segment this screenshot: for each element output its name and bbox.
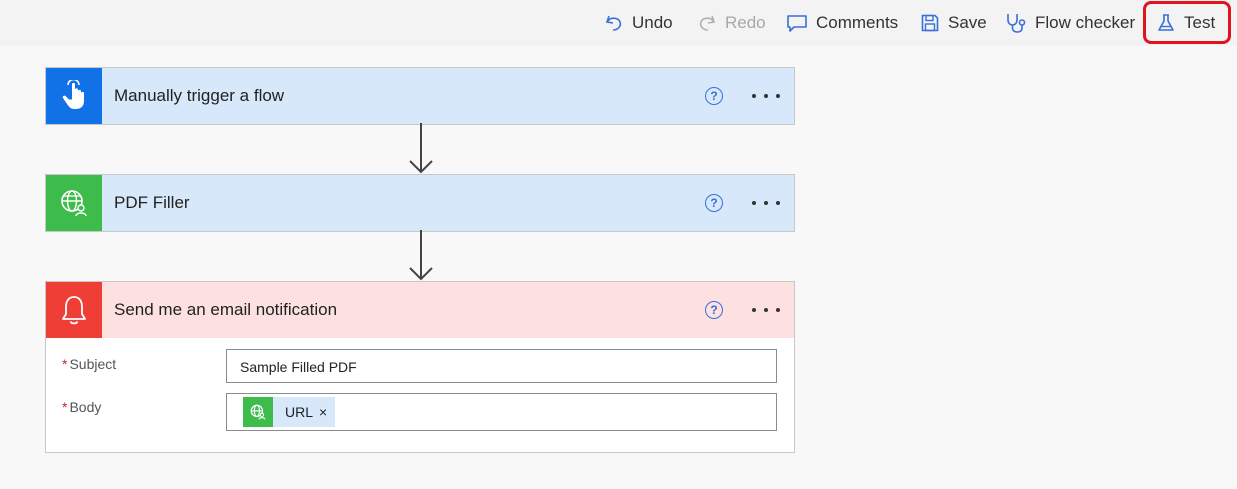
flask-icon [1158, 14, 1174, 31]
trigger-step-card[interactable]: Manually trigger a flow ? [45, 67, 795, 125]
touch-hand-icon [46, 68, 102, 124]
help-icon[interactable]: ? [705, 301, 723, 319]
test-label: Test [1184, 13, 1216, 32]
redo-button[interactable]: Redo [697, 9, 766, 37]
more-options-icon[interactable] [752, 192, 780, 214]
connector-arrow [409, 230, 433, 281]
trigger-step-header[interactable]: Manually trigger a flow ? [46, 68, 794, 124]
bell-icon [46, 282, 102, 338]
more-options-icon[interactable] [752, 299, 780, 321]
pdf-filler-step-title: PDF Filler [114, 193, 190, 212]
email-step-body: *Subject Sample Filled PDF *Body URL [46, 338, 794, 452]
flow-checker-button[interactable]: Flow checker [1005, 9, 1135, 37]
help-icon[interactable]: ? [705, 194, 723, 212]
remove-token-icon[interactable]: × [319, 404, 328, 420]
undo-icon [605, 15, 622, 31]
connector-arrow [409, 123, 433, 174]
flow-checker-label: Flow checker [1035, 13, 1136, 32]
comments-button[interactable]: Comments [786, 9, 898, 37]
email-notification-step-card[interactable]: Send me an email notification ? *Subject… [45, 281, 795, 453]
required-asterisk: * [62, 399, 68, 415]
save-label: Save [948, 13, 987, 32]
token-label: URL [285, 404, 314, 420]
command-bar: Undo Redo Comments Save Flow checker [0, 0, 1237, 46]
pdf-filler-step-card[interactable]: PDF Filler ? [45, 174, 795, 232]
comment-icon [787, 15, 807, 32]
url-dynamic-content-token[interactable]: URL × [243, 397, 336, 427]
email-notification-step-title: Send me an email notification [114, 300, 338, 319]
body-input[interactable]: URL × [226, 393, 777, 431]
redo-icon [699, 15, 716, 31]
more-options-icon[interactable] [752, 85, 780, 107]
help-icon[interactable]: ? [705, 87, 723, 105]
save-icon [921, 14, 939, 32]
trigger-step-title: Manually trigger a flow [114, 86, 285, 105]
required-asterisk: * [62, 356, 68, 372]
subject-input[interactable]: Sample Filled PDF [226, 349, 777, 383]
test-highlight-annotation [1143, 1, 1231, 44]
email-notification-step-header[interactable]: Send me an email notification ? [46, 282, 794, 338]
body-label: *Body [62, 399, 102, 415]
test-button[interactable]: Test [1156, 9, 1215, 37]
pdf-filler-step-header[interactable]: PDF Filler ? [46, 175, 794, 231]
comments-label: Comments [816, 13, 899, 32]
globe-person-icon [243, 397, 273, 427]
globe-person-icon [46, 175, 102, 231]
undo-label: Undo [632, 13, 673, 32]
undo-button[interactable]: Undo [604, 9, 673, 37]
stethoscope-icon [1007, 14, 1026, 33]
save-button[interactable]: Save [920, 9, 987, 37]
subject-value: Sample Filled PDF [240, 359, 357, 375]
subject-label: *Subject [62, 356, 117, 372]
redo-label: Redo [725, 13, 766, 32]
